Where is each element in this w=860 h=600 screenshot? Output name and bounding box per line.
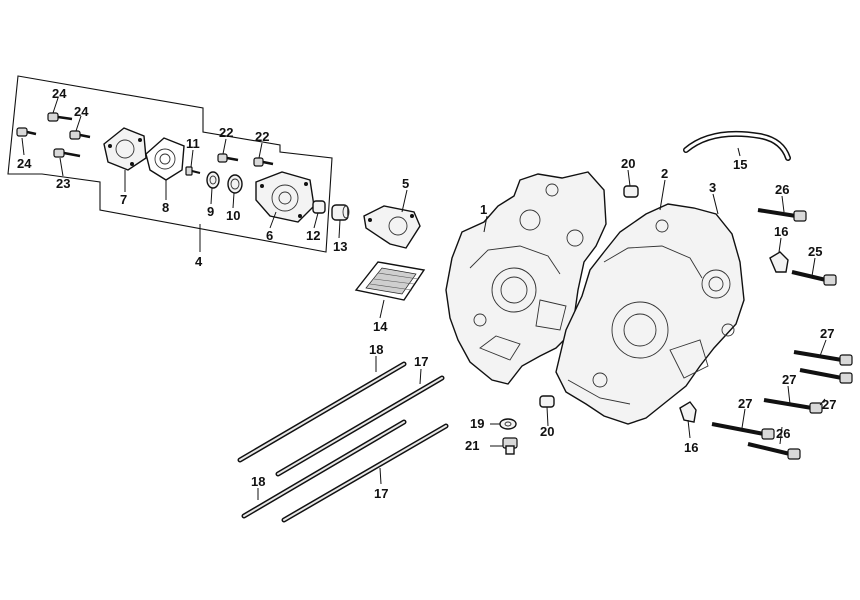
callout-2: 2 [661, 166, 668, 181]
assembly-outline [7, 75, 333, 253]
screw-22-b [253, 157, 274, 167]
screw-24-a [47, 112, 73, 122]
callout-6: 6 [266, 228, 273, 243]
leader-lines [21, 97, 827, 500]
callout-16a: 16 [774, 224, 788, 239]
callout-13: 13 [333, 239, 347, 254]
callout-27a: 27 [820, 326, 834, 341]
screw-24-c [16, 127, 37, 137]
clamp-16-a [769, 251, 789, 273]
callout-4: 4 [195, 254, 203, 269]
callout-21: 21 [465, 438, 479, 453]
callout-9: 9 [207, 204, 214, 219]
callout-24c: 24 [17, 156, 32, 171]
callout-17a: 17 [414, 354, 428, 369]
callout-16b: 16 [684, 440, 698, 455]
callout-8: 8 [162, 200, 169, 215]
callout-18a: 18 [369, 342, 383, 357]
oil-pump-6 [255, 171, 315, 223]
drain-bolt-21 [502, 437, 518, 455]
callout-11: 11 [186, 136, 200, 151]
stud-18-upper [237, 361, 407, 463]
seal-15 [683, 130, 791, 161]
callout-15: 15 [733, 157, 747, 172]
screw-11 [185, 166, 201, 176]
callout-7: 7 [120, 192, 127, 207]
bolt-27-d [747, 442, 801, 460]
screw-22-a [217, 153, 239, 163]
callout-22a: 22 [219, 125, 233, 140]
bolt-27-b [799, 368, 853, 384]
cover-5 [363, 205, 421, 249]
bolt-27-a [793, 350, 853, 366]
callout-26b: 26 [776, 426, 790, 441]
callout-1: 1 [480, 202, 487, 217]
bolt-27-c [711, 422, 775, 440]
callout-27c: 27 [822, 397, 836, 412]
ring-10 [227, 174, 243, 194]
dowel-20-a [623, 185, 639, 198]
callout-22b: 22 [255, 129, 269, 144]
dowel-12 [312, 200, 326, 214]
clamp-16-b [679, 401, 697, 423]
callout-3: 3 [709, 180, 716, 195]
callout-10: 10 [226, 208, 240, 223]
callout-labels: 1 2 3 4 5 6 7 8 9 10 11 12 13 14 15 16 1… [17, 86, 836, 501]
dowel-20-b [539, 395, 555, 408]
callout-27b: 27 [782, 372, 796, 387]
callout-20b: 20 [540, 424, 554, 439]
stud-17-upper [275, 375, 445, 477]
ring-9 [206, 171, 220, 189]
bolt-26-middle [763, 398, 823, 414]
callout-24a: 24 [52, 86, 67, 101]
stud-17-lower [281, 423, 449, 523]
pump-cover-7 [103, 127, 147, 171]
callout-27d: 27 [738, 396, 752, 411]
callout-18b: 18 [251, 474, 265, 489]
callout-24b: 24 [74, 104, 89, 119]
callout-5: 5 [402, 176, 409, 191]
collar-13 [331, 204, 350, 221]
callout-25: 25 [808, 244, 822, 259]
callout-14: 14 [373, 319, 388, 334]
callout-12: 12 [306, 228, 320, 243]
callout-20a: 20 [621, 156, 635, 171]
screw-23 [53, 148, 81, 158]
oil-filter-screen-14 [354, 261, 426, 301]
callout-26a: 26 [775, 182, 789, 197]
bolt-25 [791, 270, 837, 286]
screw-24-b [69, 130, 91, 140]
callout-19: 19 [470, 416, 484, 431]
washer-19 [499, 418, 517, 430]
crankcase-right-2 [555, 203, 745, 425]
gasket-8 [145, 137, 185, 181]
stud-18-lower [241, 419, 407, 519]
bolt-26-top [757, 208, 807, 222]
callout-23: 23 [56, 176, 70, 191]
callout-17b: 17 [374, 486, 388, 501]
